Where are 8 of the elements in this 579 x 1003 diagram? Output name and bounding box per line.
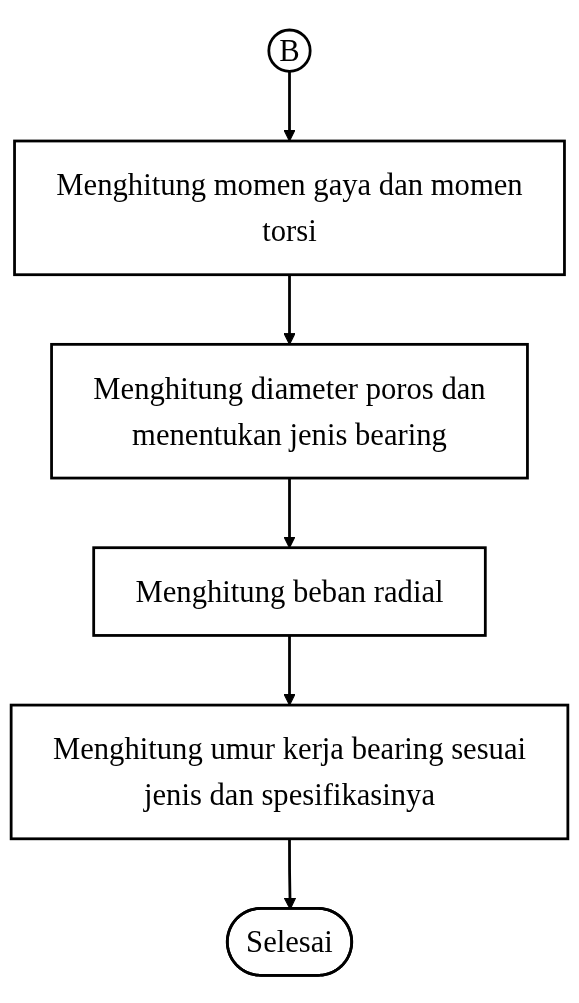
arrow bbox=[283, 635, 296, 706]
node-box: Menghitung diameter poros dan menentukan jenis bearing bbox=[50, 342, 529, 480]
node-box: Menghitung momen gaya dan momen torsi bbox=[13, 139, 566, 277]
node-circle: B bbox=[267, 28, 312, 73]
arrow bbox=[283, 274, 296, 345]
node-box: Menghitung umur kerja bearing sesuai jenis dan spesifikasinya bbox=[9, 703, 570, 841]
arrow bbox=[283, 71, 296, 142]
node-box: Menghitung beban radial bbox=[92, 546, 487, 637]
